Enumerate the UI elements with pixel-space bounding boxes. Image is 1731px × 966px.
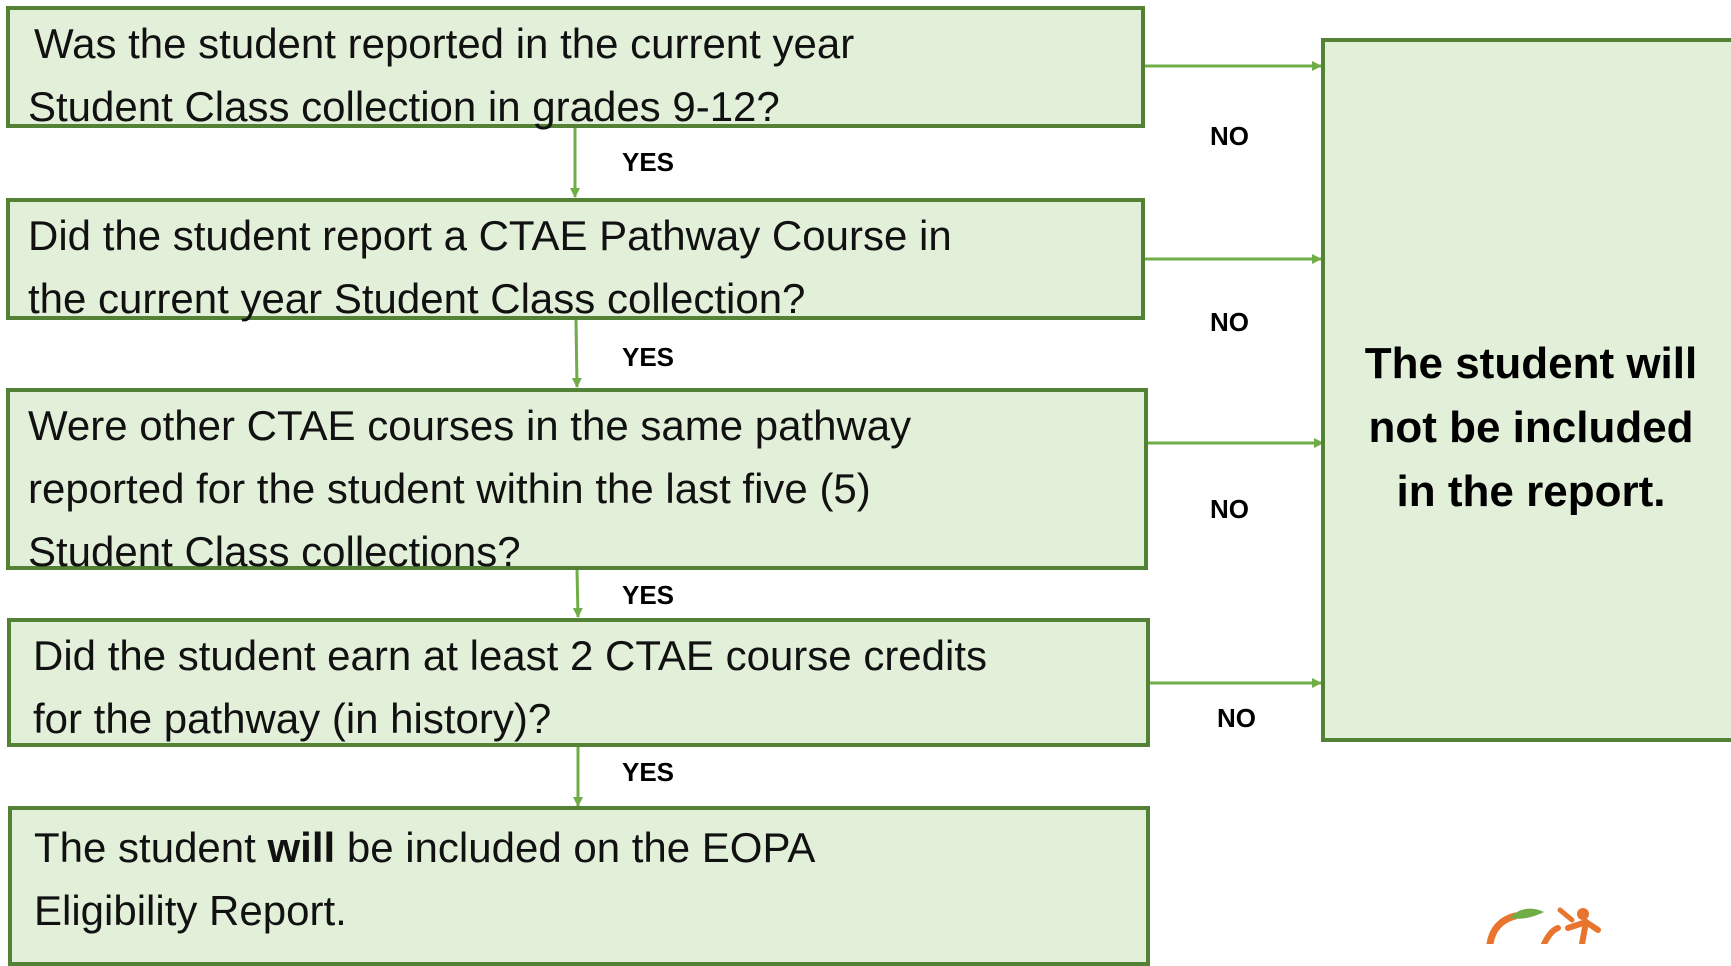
question-1-line-1: Was the student reported in the current … [34, 20, 855, 67]
not-included-line-1: The student will [1364, 339, 1698, 388]
question-4-line-2: for the pathway (in history)? [33, 695, 552, 742]
no-label-3: NO [1210, 494, 1249, 524]
not-included-line-2: not be included [1368, 403, 1694, 452]
yes-label-1: YES [622, 147, 675, 177]
yes-arrow-3 [572, 568, 583, 618]
final-bold: will [267, 824, 336, 871]
final-result-box: The student will be included on the EOPA… [8, 806, 1150, 966]
peach-logo-icon [1486, 907, 1601, 944]
question-box-4: Did the student earn at least 2 CTAE cou… [7, 618, 1150, 747]
question-1-line-2: Student Class collection in grades 9-12? [28, 83, 780, 130]
yes-label-4: YES [622, 757, 675, 787]
yes-arrow-2 [571, 319, 582, 388]
question-2-line-1: Did the student report a CTAE Pathway Co… [28, 212, 952, 259]
no-label-4: NO [1217, 703, 1256, 733]
not-included-line-3: in the report. [1396, 467, 1666, 516]
question-box-1: Was the student reported in the current … [6, 6, 1145, 130]
question-3-line-1: Were other CTAE courses in the same path… [28, 402, 912, 449]
yes-label-3: YES [622, 580, 675, 610]
final-line-1: The student will be included on the EOPA [34, 816, 1146, 879]
no-label-2: NO [1210, 307, 1249, 337]
question-2-line-2: the current year Student Class collectio… [28, 275, 806, 322]
final-prefix: The student [34, 824, 268, 871]
question-4-line-1: Did the student earn at least 2 CTAE cou… [33, 632, 988, 679]
flow-arrows [570, 61, 1324, 807]
final-line-2: Eligibility Report. [34, 887, 347, 934]
question-box-3: Were other CTAE courses in the same path… [6, 388, 1148, 575]
not-included-box: The student will not be included in the … [1321, 38, 1731, 742]
question-box-2: Did the student report a CTAE Pathway Co… [6, 198, 1145, 322]
final-suffix: be included on the EOPA [335, 824, 816, 871]
no-label-1: NO [1210, 121, 1249, 151]
yes-label-2: YES [622, 342, 675, 372]
question-3-line-3: Student Class collections? [28, 528, 521, 575]
question-3-line-2: reported for the student within the last… [28, 465, 871, 512]
